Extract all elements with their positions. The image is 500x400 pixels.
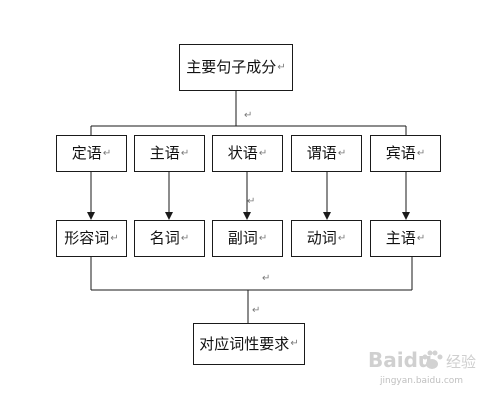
pos-label: 形容词: [64, 229, 110, 247]
top-box: 主要句子成分↵: [179, 44, 293, 91]
component-label: 谓语: [306, 144, 337, 162]
component-label: 宾语: [385, 144, 416, 162]
return-mark-icon: ↵: [416, 232, 426, 244]
pos-label: 名词: [149, 229, 180, 247]
return-mark-icon: ↵: [252, 305, 261, 316]
return-mark-icon: ↵: [110, 232, 119, 244]
pos-box-mingci: 名词↵: [134, 220, 205, 257]
bottom-box: 对应词性要求↵: [193, 323, 305, 365]
pos-label: 副词: [227, 229, 258, 247]
return-mark-icon: ↵: [258, 232, 268, 244]
component-box-weiyu: 谓语↵: [291, 135, 362, 172]
component-box-zhuangyu: 状语↵: [212, 135, 283, 172]
component-label: 定语: [71, 144, 102, 162]
baidu-watermark: Baidu 经验 jingyan.baidu.com: [368, 348, 488, 390]
return-mark-icon: ↵: [180, 232, 190, 244]
component-label: 状语: [227, 144, 258, 162]
return-mark-icon: ↵: [180, 147, 190, 159]
watermark-sub: 经验: [446, 353, 477, 371]
component-box-dingyu: 定语↵: [56, 135, 127, 172]
return-mark-icon: ↵: [337, 147, 347, 159]
return-mark-icon: ↵: [337, 232, 347, 244]
pos-label: 主语: [385, 229, 416, 247]
return-mark-icon: ↵: [277, 61, 286, 73]
paw-icon: [422, 350, 443, 369]
pos-box-zhuyu: 主语↵: [370, 220, 441, 257]
return-mark-icon: ↵: [247, 196, 256, 207]
return-mark-icon: ↵: [258, 147, 268, 159]
return-mark-icon: ↵: [262, 273, 271, 284]
component-box-binyu: 宾语↵: [370, 135, 441, 172]
return-mark-icon: ↵: [244, 110, 253, 121]
pos-box-fuci: 副词↵: [212, 220, 283, 257]
watermark-logo: Baidu: [368, 348, 433, 372]
pos-box-xingrongci: 形容词↵: [56, 220, 127, 257]
pos-label: 动词: [306, 229, 337, 247]
return-mark-icon: ↵: [416, 147, 426, 159]
component-box-zhuyu: 主语↵: [134, 135, 205, 172]
pos-box-dongci: 动词↵: [291, 220, 362, 257]
watermark-url: jingyan.baidu.com: [380, 376, 464, 386]
return-mark-icon: ↵: [290, 338, 299, 349]
bottom-box-label: 对应词性要求: [199, 334, 290, 353]
return-mark-icon: ↵: [102, 147, 112, 159]
top-box-label: 主要句子成分: [186, 58, 277, 76]
component-label: 主语: [149, 144, 180, 162]
